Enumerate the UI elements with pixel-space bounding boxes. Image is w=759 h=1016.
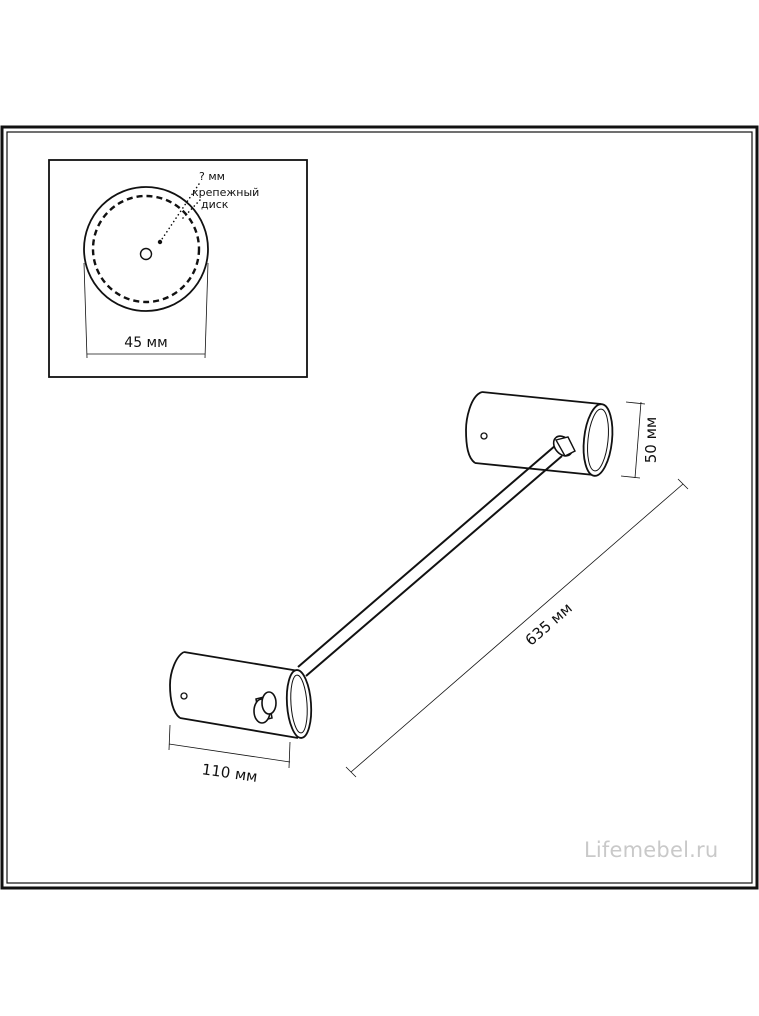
height-dimension-line [634, 401, 642, 479]
rear-mount-front-rim [587, 408, 609, 472]
arm-joint-collar [554, 436, 576, 457]
height-dimension: 50 мм [620, 401, 660, 479]
rear-mount-back-curve [465, 391, 483, 464]
length-label: 635 мм [522, 599, 576, 649]
lamp-head-back-curve [169, 651, 185, 719]
lamp-head-front-face [285, 669, 313, 739]
disk-leader-line [182, 199, 201, 219]
hole-leader-line [159, 183, 200, 243]
height-label: 50 мм [642, 417, 660, 464]
disk-label-line2: диск [201, 198, 229, 211]
arm-lower-edge [305, 455, 563, 677]
rear-mount-screw [480, 432, 488, 440]
mounting-disk-inset: ? мм крепежный диск 45 мм [48, 159, 308, 378]
length-dimension: 635 мм [345, 478, 689, 778]
lamp-head-screw [180, 692, 188, 700]
rear-mount-front-face [582, 403, 614, 477]
diameter-label: 45 мм [124, 335, 167, 351]
center-hole [139, 247, 153, 261]
outer-frame [0, 125, 759, 890]
lamp-head-top-edge [183, 651, 300, 672]
rear-mount-top-edge [481, 391, 602, 405]
inset-frame [48, 159, 308, 378]
inner-frame [6, 131, 753, 884]
lamp-fixture [169, 391, 614, 739]
diameter-extension-right [204, 262, 209, 359]
disk-label-line1: крепежный [192, 186, 259, 199]
disk-outer-circle [83, 186, 209, 312]
hole-size-label: ? мм [199, 170, 225, 183]
rear-mount-bottom-edge [474, 462, 595, 476]
lamp-head-front-rim [290, 674, 308, 734]
knob-icon [261, 691, 277, 715]
watermark-text: Lifemebel.ru [584, 838, 719, 862]
hole-leader-dot [157, 239, 163, 245]
length-dimension-line [350, 483, 684, 773]
mounting-disk-dashed-circle [91, 194, 201, 304]
lamp-head-bottom-edge [179, 717, 299, 739]
width-dimension-line [168, 743, 291, 763]
arm-upper-edge [297, 444, 557, 668]
width-label: 110 мм [201, 760, 259, 786]
diameter-extension-left [83, 262, 88, 359]
